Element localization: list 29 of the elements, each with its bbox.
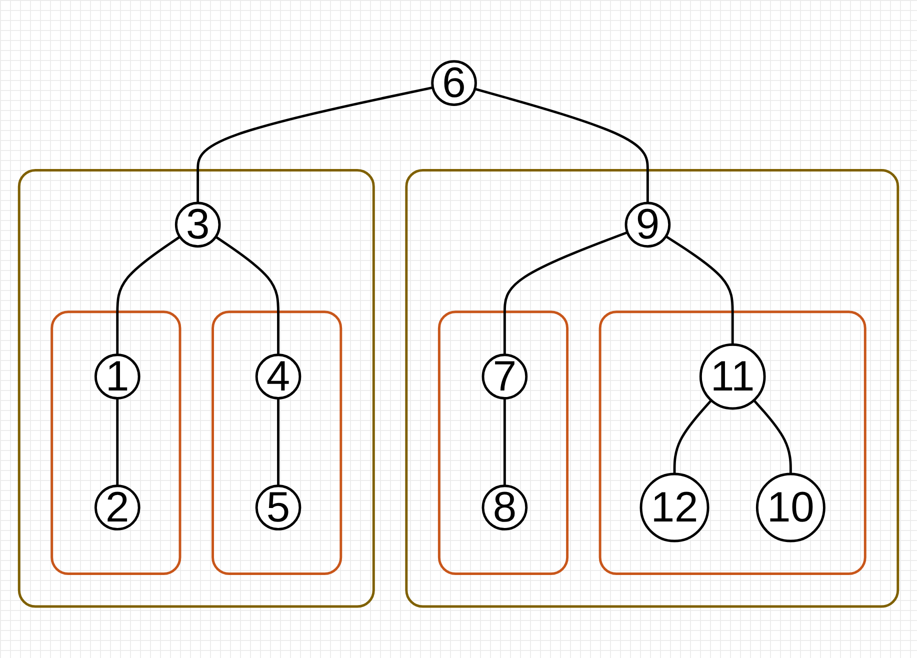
connector xyxy=(474,88,649,204)
connector xyxy=(753,400,792,474)
connector xyxy=(277,398,280,486)
connector xyxy=(673,400,712,474)
node-circle: 12 xyxy=(640,472,710,542)
node-circle: 2 xyxy=(94,484,140,531)
cluster xyxy=(598,310,866,576)
node-circle: 11 xyxy=(699,344,766,410)
node-circle: 9 xyxy=(624,202,671,248)
connector xyxy=(503,231,628,356)
cluster xyxy=(438,310,569,576)
connector xyxy=(116,398,119,486)
connector xyxy=(116,236,181,356)
node-circle: 1 xyxy=(94,354,140,400)
connector xyxy=(196,86,434,204)
connector xyxy=(215,236,280,356)
node-circle: 7 xyxy=(482,354,528,400)
node-circle: 3 xyxy=(174,202,221,248)
connector xyxy=(503,398,506,486)
node-circle: 6 xyxy=(431,60,477,106)
cluster xyxy=(212,310,342,576)
cluster xyxy=(405,169,900,608)
node-circle: 4 xyxy=(255,354,302,400)
cluster xyxy=(18,169,375,608)
node-circle: 5 xyxy=(255,484,302,531)
node-circle: 8 xyxy=(482,484,528,531)
node-circle: 10 xyxy=(756,472,826,542)
cluster xyxy=(50,310,182,576)
connector xyxy=(665,236,734,345)
